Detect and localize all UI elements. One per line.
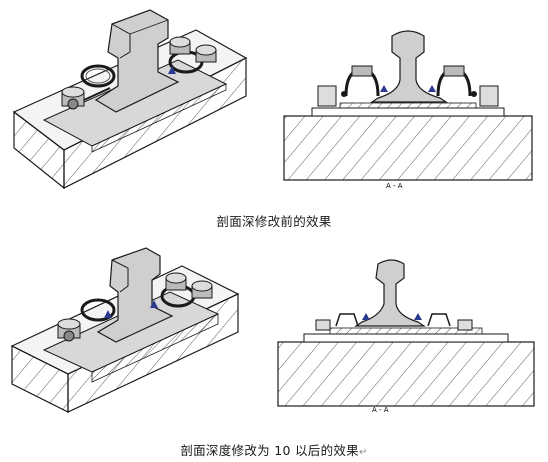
section-sleeper — [277, 341, 535, 407]
section-base-plate — [311, 102, 505, 117]
section-clip-right — [414, 313, 473, 331]
section-sleeper — [283, 115, 533, 181]
section-rail — [354, 259, 426, 327]
section-rail — [370, 30, 448, 103]
caption-after-edit: 剖面深度修改为 10 以后的效果↵ — [0, 440, 548, 459]
section-clip-right — [428, 65, 499, 107]
iso-rail — [94, 9, 180, 113]
iso-fastener-right — [150, 272, 213, 308]
caption-before-edit: 剖面深修改前的效果 — [216, 214, 332, 229]
iso-fastener-right — [168, 36, 217, 74]
section-label-before: A - A — [386, 182, 403, 190]
figure-after-edit: A - A — [0, 244, 548, 416]
section-clip-left — [315, 313, 370, 331]
section-base-plate — [303, 327, 509, 343]
iso-fastener-left — [61, 64, 116, 110]
section-label-after: A - A — [372, 406, 389, 414]
caption-after-text: 剖面深度修改为 10 以后的效果 — [180, 443, 359, 458]
figure-before-drawing: A - A — [12, 9, 533, 190]
iso-fastener-left — [57, 298, 116, 342]
figure-after-drawing: A - A — [10, 247, 535, 414]
return-mark: ↵ — [358, 447, 368, 458]
section-clip-left — [317, 65, 388, 107]
iso-rail — [96, 247, 174, 343]
figure-before-edit: A - A — [0, 0, 548, 192]
